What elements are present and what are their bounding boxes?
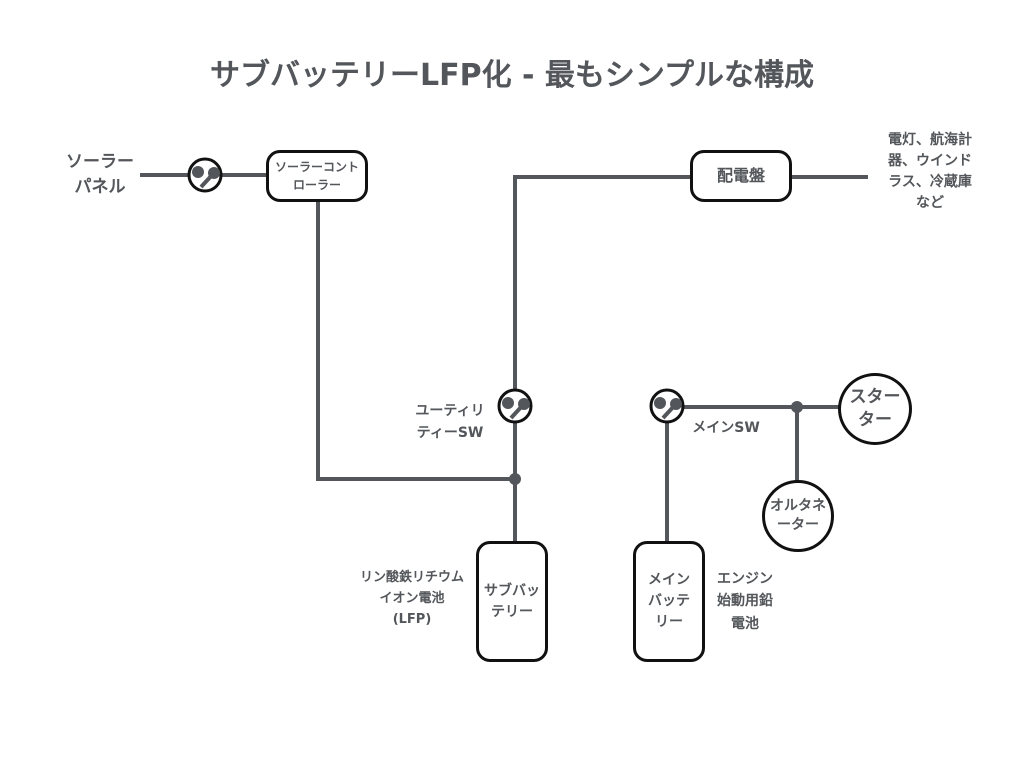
utility-switch-label: ユーティリ ティーSW — [415, 403, 485, 442]
junction-dot-starter — [791, 401, 803, 413]
wire-utility-switch-to-panel — [513, 175, 691, 390]
main-switch-label: メインSW — [692, 420, 760, 436]
sub-battery-note: リン酸鉄リチウム イオン電池 (LFP) — [359, 570, 464, 627]
alternator-circle[interactable]: オルタネ ーター — [762, 480, 834, 552]
main-battery-note: エンジン 始動用鉛 電池 — [717, 571, 773, 632]
utility-switch-icon[interactable] — [497, 388, 533, 424]
wire-controller-to-junction — [316, 200, 515, 481]
loads-label: 電灯、航海計 器、ウインド ラス、冷蔵庫 など — [888, 132, 972, 211]
main-battery-box[interactable]: メイン バッテ リー — [633, 541, 705, 662]
solar-switch-icon[interactable] — [187, 157, 223, 193]
sub-battery-box[interactable]: サブバッ テリー — [476, 541, 548, 662]
solar-controller-box[interactable]: ソーラーコント ローラー — [266, 150, 368, 202]
distribution-panel-box[interactable]: 配電盤 — [690, 150, 792, 202]
starter-circle[interactable]: スター ター — [838, 373, 912, 445]
diagram-title: サブバッテリーLFP化 - 最もシンプルな構成 — [209, 58, 815, 93]
main-switch-icon[interactable] — [649, 388, 685, 424]
junction-dot-sub — [509, 473, 521, 485]
solar-panel-label: ソーラー パネル — [66, 152, 134, 197]
